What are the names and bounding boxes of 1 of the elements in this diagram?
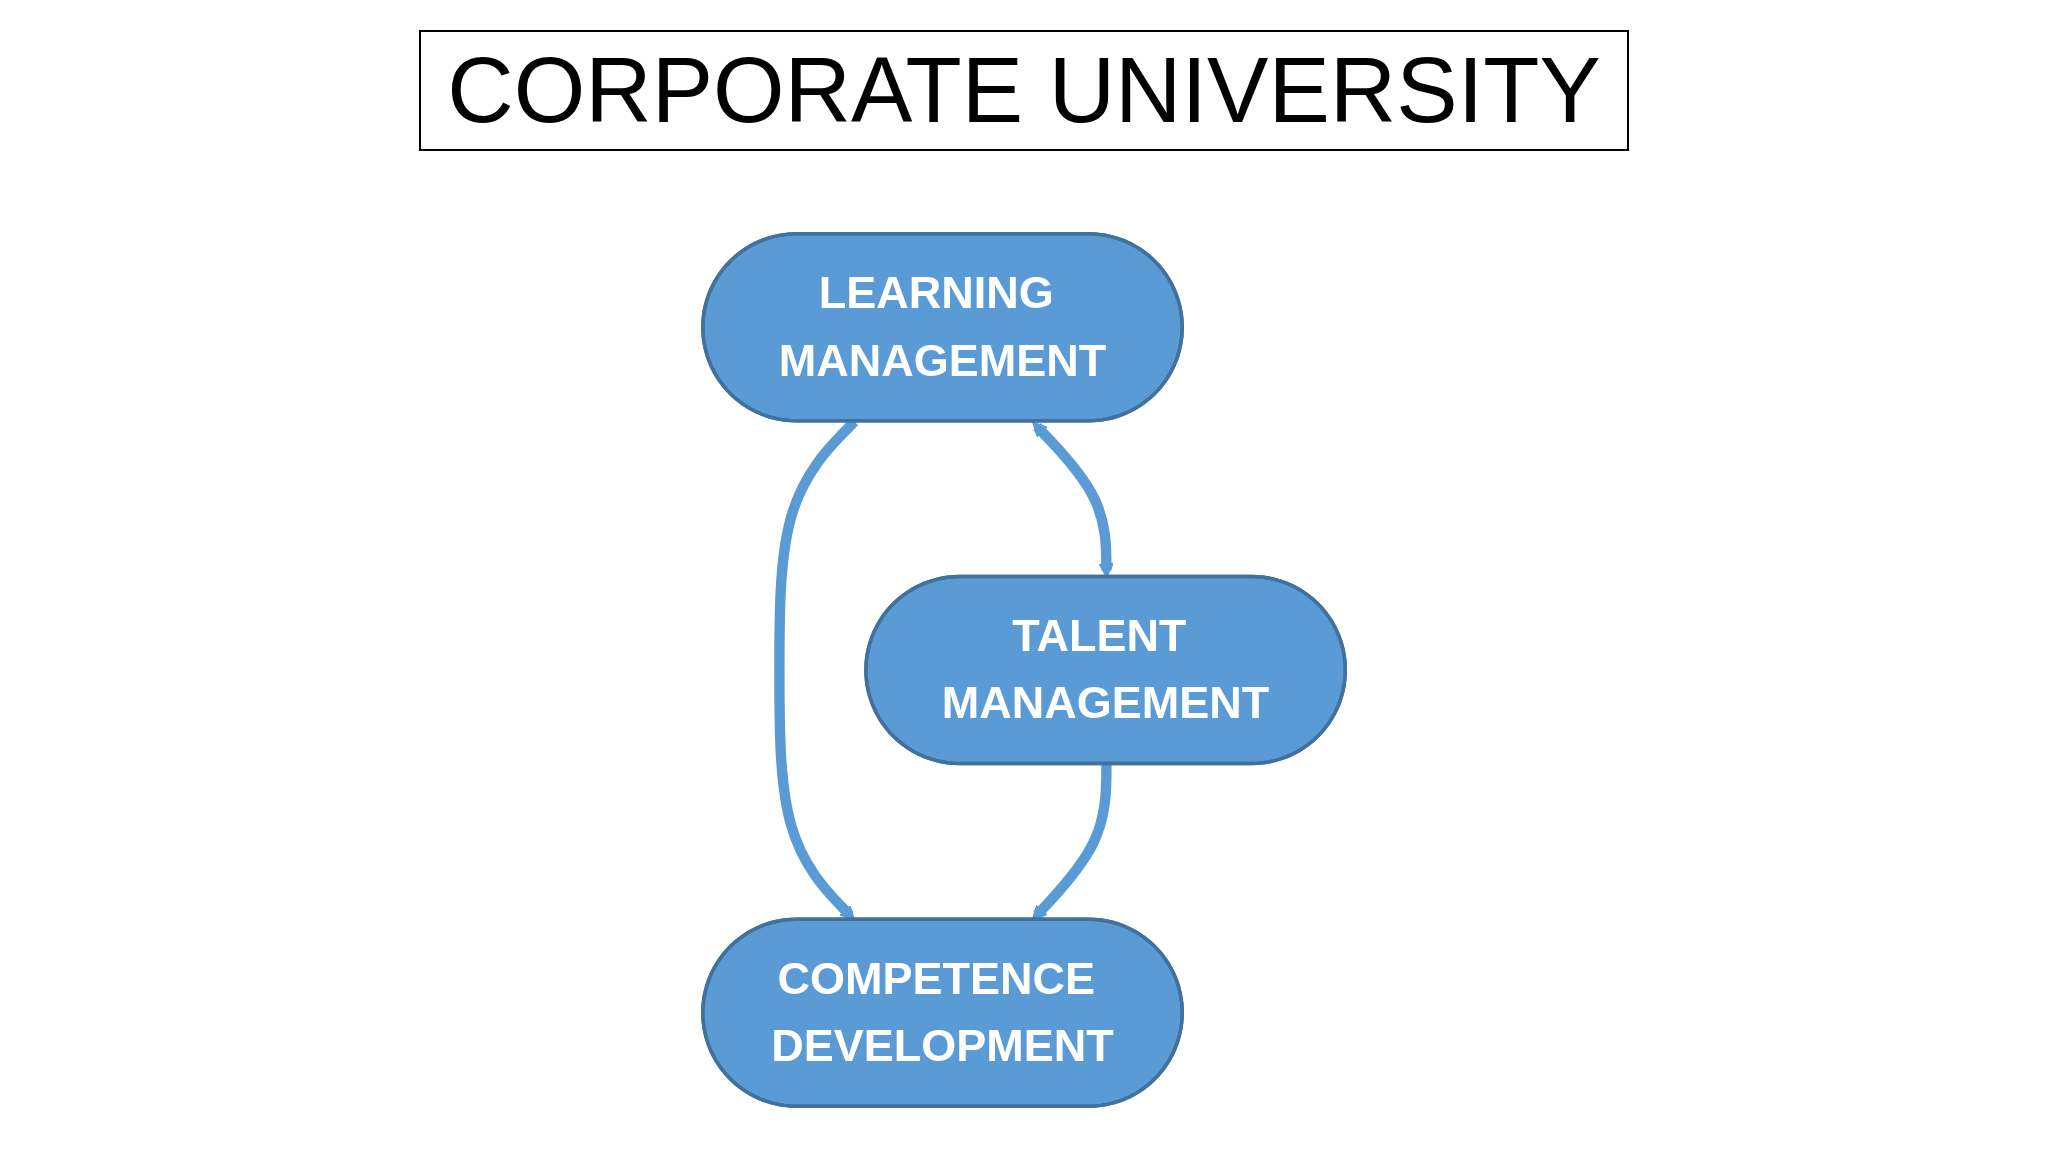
title: CORPORATE UNIVERSITY — [419, 30, 1629, 152]
